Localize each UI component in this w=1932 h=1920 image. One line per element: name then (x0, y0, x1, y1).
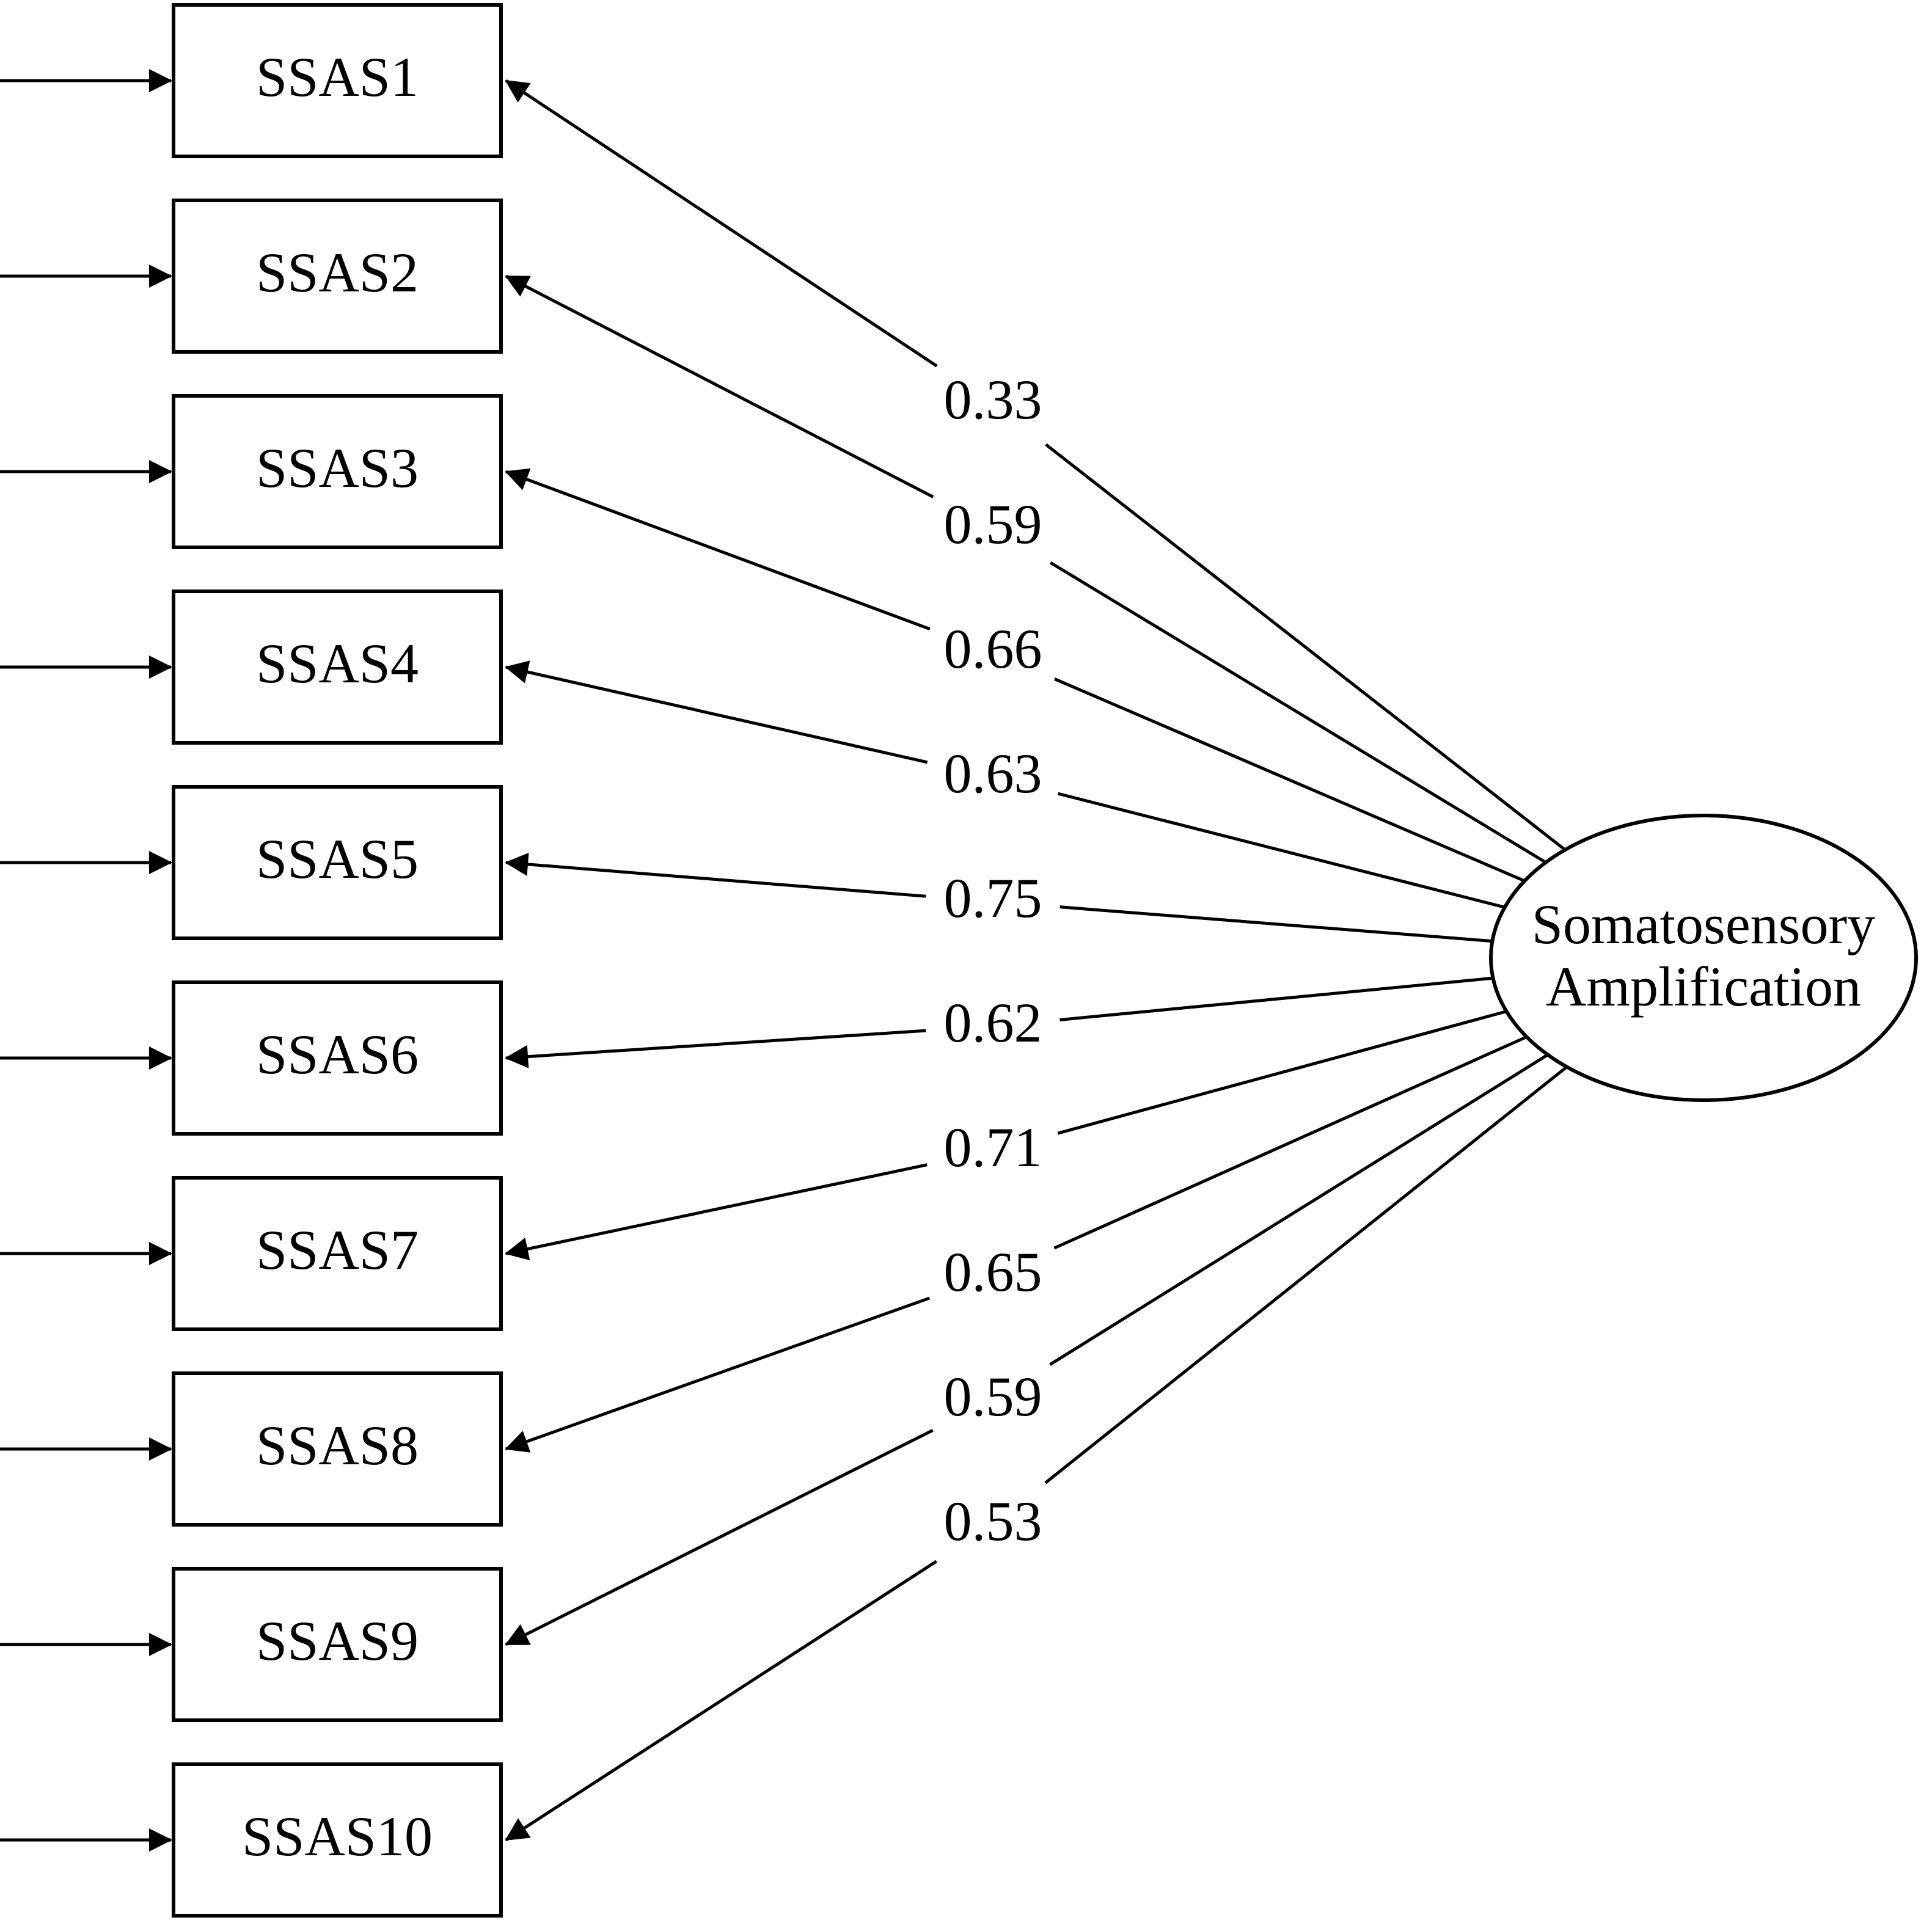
loading-path-1-from-latent (1045, 443, 1566, 852)
indicator-label-10: SSAS10 (242, 1805, 433, 1867)
indicator-box-5 (172, 785, 503, 940)
indicator-label-6: SSAS6 (256, 1023, 419, 1086)
loading-path-7-from-latent (1057, 1010, 1507, 1135)
loading-value-2: 0.59 (944, 493, 1042, 555)
loading-path-8-from-latent (1053, 1035, 1528, 1250)
indicator-label-7: SSAS7 (256, 1219, 419, 1281)
loading-path-6-from-latent (1059, 976, 1493, 1021)
loading-path-4-to-indicator (505, 660, 928, 764)
loading-path-2-from-latent (1049, 561, 1547, 864)
loading-value-4: 0.63 (944, 742, 1042, 805)
loading-value-5: 0.75 (944, 867, 1042, 929)
indicator-box-8 (172, 1371, 503, 1527)
loading-path-5-to-indicator (505, 852, 926, 898)
indicator-boxes: SSAS1SSAS2SSAS3SSAS4SSAS5SSAS6SSAS7SSAS8… (172, 3, 503, 1918)
latent-label-line2: Amplification (1546, 955, 1861, 1018)
loading-value-3: 0.66 (944, 618, 1042, 680)
indicator-box-1 (172, 3, 503, 158)
loading-path-3-to-indicator (505, 468, 931, 631)
indicator-box-7 (172, 1176, 503, 1331)
loading-value-9: 0.59 (944, 1365, 1042, 1428)
latent-factor: Somatosensory Amplification (1489, 814, 1918, 1102)
indicator-label-1: SSAS1 (256, 46, 419, 108)
loading-path-4-from-latent (1057, 792, 1506, 909)
loading-paths (505, 79, 1568, 1842)
loading-value-10: 0.53 (944, 1490, 1042, 1552)
indicator-label-5: SSAS5 (256, 828, 419, 890)
loading-value-6: 0.62 (944, 991, 1042, 1054)
indicator-box-2 (172, 199, 503, 354)
indicator-label-9: SSAS9 (256, 1610, 419, 1672)
loading-path-3-from-latent (1054, 677, 1526, 883)
indicator-box-10 (172, 1762, 503, 1918)
loading-labels: 0.33 0.59 0.66 0.63 0.75 0.62 0.71 0.65 0.59 0.53 (944, 368, 1042, 1552)
loading-path-7-to-indicator (505, 1163, 928, 1261)
indicator-label-4: SSAS4 (256, 632, 419, 695)
loading-path-10-to-indicator (505, 1560, 938, 1842)
loading-path-6-to-indicator (505, 1029, 926, 1068)
loading-path-9-from-latent (1049, 1053, 1549, 1366)
indicator-box-6 (172, 980, 503, 1136)
indicator-box-3 (172, 394, 503, 549)
indicator-label-8: SSAS8 (256, 1414, 419, 1477)
latent-ellipse (1489, 814, 1918, 1102)
loading-path-8-to-indicator (505, 1296, 931, 1453)
loading-path-1-to-indicator (505, 79, 938, 368)
indicator-label-3: SSAS3 (256, 437, 419, 499)
latent-label-line1: Somatosensory (1532, 893, 1875, 955)
loading-value-8: 0.65 (944, 1241, 1042, 1303)
indicator-box-4 (172, 590, 503, 745)
loading-path-2-to-indicator (505, 274, 934, 498)
error-arrows (0, 69, 172, 1852)
loading-path-10-from-latent (1044, 1065, 1568, 1484)
loading-path-5-from-latent (1059, 905, 1493, 943)
indicator-label-2: SSAS2 (256, 241, 419, 304)
indicator-box-9 (172, 1567, 503, 1722)
loading-path-9-to-indicator (505, 1429, 934, 1646)
loading-value-1: 0.33 (944, 368, 1042, 431)
loading-value-7: 0.71 (944, 1116, 1042, 1178)
